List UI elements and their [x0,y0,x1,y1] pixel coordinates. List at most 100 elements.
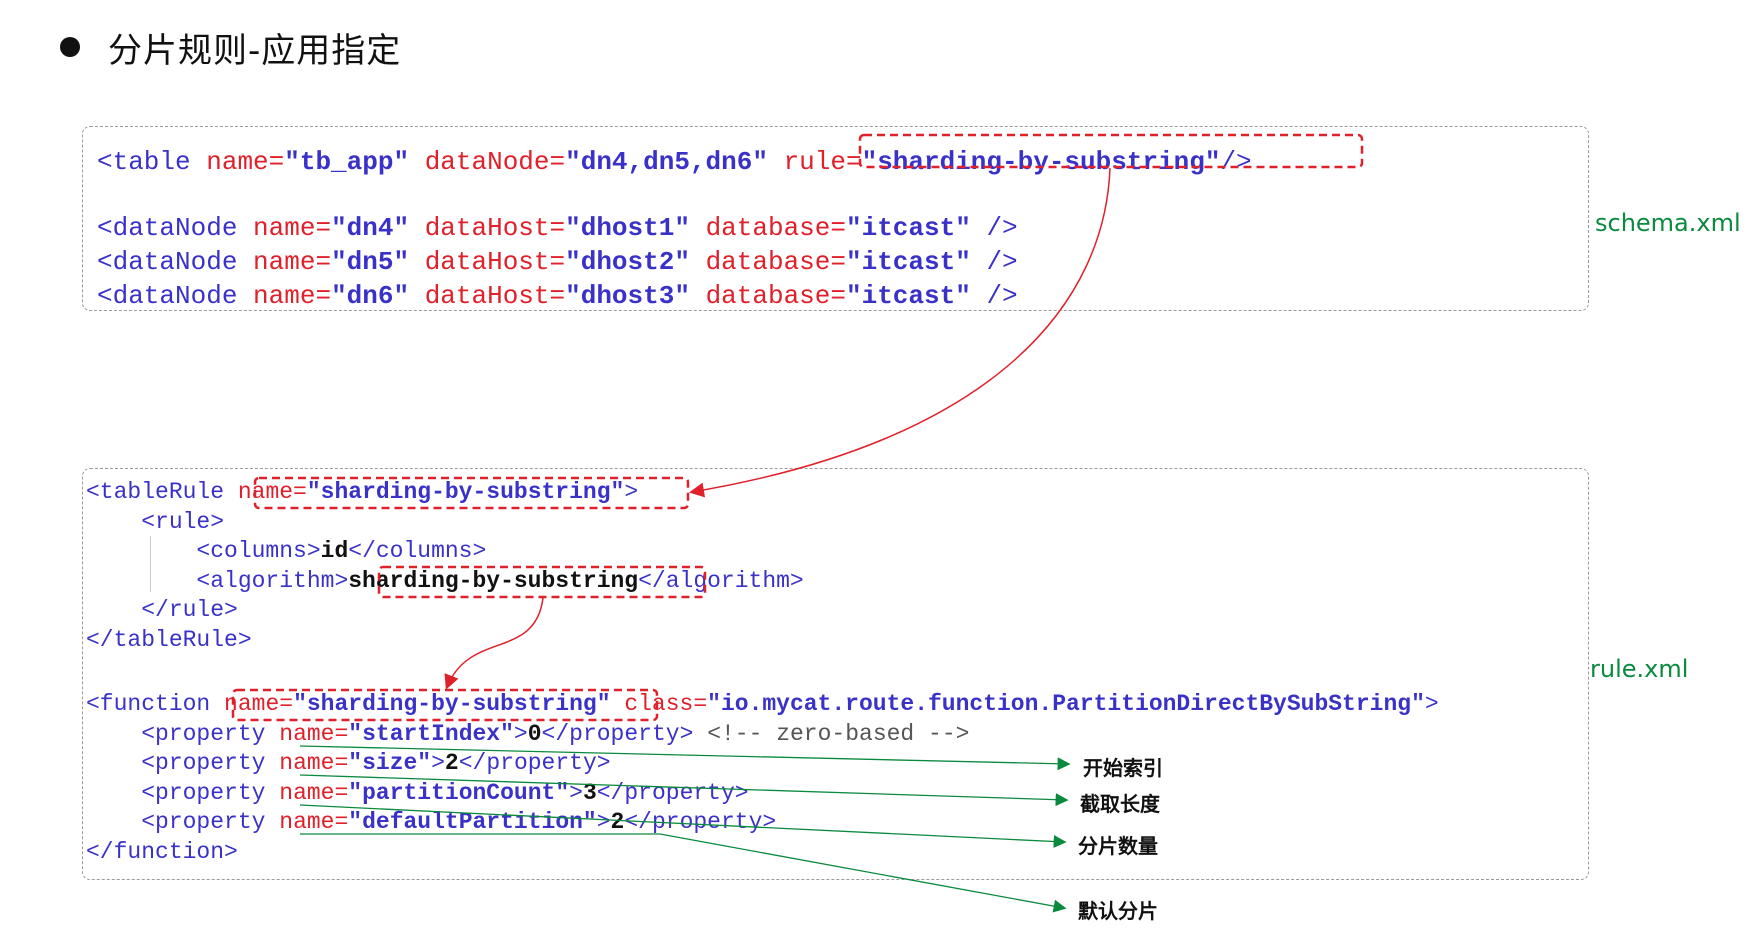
tablerule-tag: <tableRule [86,479,225,505]
tablerule-tag-close: > [624,479,639,505]
property-tag: <property [141,750,266,776]
property-line: <property name="size">2</property> [141,750,610,776]
tablerule-line: <tableRule name="sharding-by-substring"> [86,479,638,505]
function-name-attr: name= [224,691,294,717]
property-name-attr: name= [279,720,349,747]
table-datanode-value: "dn4,dn5,dn6" [565,147,768,177]
datanode-host-value: "dhost3" [565,281,690,311]
table-datanode-attr: dataNode= [424,147,566,177]
rule-close-tag: </rule> [141,597,238,623]
property-gt: > [596,809,611,835]
datanode-line: <dataNode name="dn5" dataHost="dhost2" d… [97,247,1018,277]
columns-open-tag: <columns> [196,538,321,564]
function-tag-close: > [1424,691,1439,717]
algorithm-line: <algorithm>sharding-by-substring</algori… [196,568,803,594]
property-name-attr: name= [279,750,349,776]
algorithm-open-tag: <algorithm> [196,567,349,594]
property-close-tag: </property> [541,720,694,747]
table-rule-value: "sharding-by-substring" [861,147,1221,177]
note-size: 截取长度 [1080,792,1160,816]
datanode-db-value: "itcast" [846,213,971,243]
slide-heading: 分片规则-应用指定 [60,22,401,72]
function-tag: <function [86,691,211,717]
property-close-tag: </property> [596,779,749,806]
table-name-attr: name= [206,147,285,177]
datanode-tag: <dataNode [97,247,238,277]
function-line: <function name="sharding-by-substring" c… [86,691,1439,717]
tablerule-name-attr: name= [237,479,307,505]
property-name-value: "size" [348,750,432,776]
datanode-db-attr: database= [705,247,846,277]
algorithm-value: sharding-by-substring [348,567,639,594]
columns-close-tag: </columns> [348,538,487,564]
indent-guide [150,536,151,592]
function-class-value: "io.mycat.route.function.PartitionDirect… [707,691,1425,717]
rule-file-label: rule.xml [1590,655,1689,683]
tablerule-close-tag: </tableRule> [86,626,252,653]
datanode-name-attr: name= [253,213,332,243]
columns-line: <columns>id</columns> [196,538,486,564]
page-title: 分片规则-应用指定 [108,30,402,71]
algorithm-close-tag: </algorithm> [638,567,804,594]
property-value: 2 [610,809,625,835]
schema-table-line: <table name="tb_app" dataNode="dn4,dn5,d… [97,145,1252,179]
datanode-db-attr: database= [705,213,846,243]
datanode-host-attr: dataHost= [424,281,566,311]
datanode-name-value: "dn4" [331,213,410,243]
rule-open-tag: <rule> [141,508,225,535]
property-line: <property name="defaultPartition">2</pro… [141,809,776,835]
bullet-dot-icon [60,37,80,57]
property-close-tag: </property> [458,750,611,776]
property-value: 3 [582,779,597,806]
note-partition-count: 分片数量 [1078,834,1158,858]
tablerule-name-value: "sharding-by-substring" [306,479,625,505]
property-name-value: "partitionCount" [348,779,570,806]
schema-file-label: schema.xml [1595,209,1741,237]
property-line: <property name="partitionCount">3</prope… [141,780,748,806]
note-start-index: 开始索引 [1083,756,1163,780]
property-tag: <property [141,720,266,747]
property-close-tag: </property> [624,809,777,835]
property-line: <property name="startIndex">0</property>… [141,721,969,747]
table-tag: <table [97,147,191,177]
table-name-value: "tb_app" [284,147,410,177]
datanode-tag: <dataNode [97,281,238,311]
table-rule-attr: rule= [783,147,862,177]
columns-value: id [320,538,349,564]
datanode-host-value: "dhost2" [565,247,690,277]
datanode-line: <dataNode name="dn6" dataHost="dhost3" d… [97,281,1018,311]
datanode-host-attr: dataHost= [424,213,566,243]
datanode-db-value: "itcast" [846,247,971,277]
datanode-host-value: "dhost1" [565,213,690,243]
function-code-block: <function name="sharding-by-substring" c… [86,690,1439,867]
property-tag: <property [141,779,266,806]
datanode-db-attr: database= [705,281,846,311]
datanode-tag-close: /> [986,281,1018,311]
datanode-tag-close: /> [986,213,1018,243]
function-class-attr: class= [624,691,708,717]
schema-datanode-lines: <dataNode name="dn4" dataHost="dhost1" d… [97,211,1018,313]
datanode-line: <dataNode name="dn4" dataHost="dhost1" d… [97,213,1018,243]
datanode-name-attr: name= [253,281,332,311]
property-name-value: "startIndex" [348,720,514,747]
property-name-attr: name= [279,809,349,835]
property-gt: > [513,720,528,747]
rule-code-block: <tableRule name="sharding-by-substring">… [86,478,804,655]
note-default-partition: 默认分片 [1078,899,1158,923]
table-tag-close: /> [1220,147,1252,177]
property-gt: > [431,750,445,776]
property-value: 2 [444,750,459,776]
datanode-tag: <dataNode [97,213,238,243]
property-value: 0 [527,720,542,747]
datanode-host-attr: dataHost= [424,247,566,277]
datanode-name-value: "dn5" [331,247,410,277]
property-name-value: "defaultPartition" [348,809,597,835]
property-tag: <property [141,809,266,835]
datanode-tag-close: /> [986,247,1018,277]
datanode-name-attr: name= [253,247,332,277]
property-name-attr: name= [279,779,349,806]
property-comment: <!-- zero-based --> [707,720,970,747]
datanode-db-value: "itcast" [846,281,971,311]
function-name-value: "sharding-by-substring" [293,691,611,717]
property-gt: > [569,779,583,806]
